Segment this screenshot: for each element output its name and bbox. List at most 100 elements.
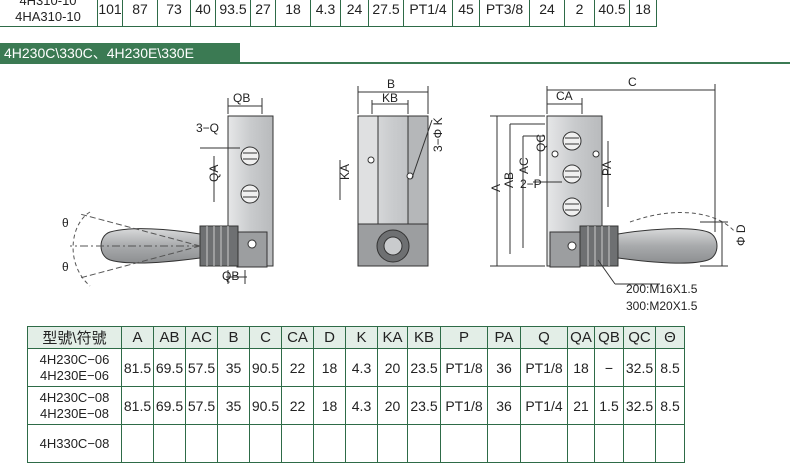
model-name: 4H230C−06	[39, 351, 110, 367]
label-phi-d: Φ D	[734, 224, 748, 246]
value-cell: 36	[487, 348, 521, 387]
value-cell: 23.5	[407, 386, 441, 425]
right-view: CA C A AB AC QC 2−P PA Φ D 200:M16X1.5 3…	[489, 75, 748, 313]
technical-drawing: QB 3−Q QA θ θ QB B KB 3−Φ K KA	[62, 75, 748, 313]
model-name: 4H230C−08	[39, 389, 110, 405]
value-cell: 57.5	[185, 348, 218, 387]
value-cell: 45	[452, 0, 480, 27]
value-cell: PT3/8	[479, 0, 530, 27]
header-cell: D	[313, 326, 346, 349]
header-cell: QA	[567, 326, 595, 349]
value-cell: 101	[97, 0, 123, 27]
value-cell: 22	[281, 348, 314, 387]
header-cell: CA	[281, 326, 314, 349]
model-name: 4H330C−08	[39, 435, 110, 451]
value-cell: 36	[487, 386, 521, 425]
port-p-top	[562, 131, 582, 151]
lever-base-right	[549, 231, 581, 268]
value-cell	[567, 424, 595, 463]
header-cell: C	[249, 326, 282, 349]
value-cell: 27.5	[368, 0, 404, 27]
left-view: QB 3−Q QA θ θ QB	[62, 91, 274, 287]
value-cell	[281, 424, 314, 463]
label-ac: AC	[517, 157, 531, 174]
value-cell: 4.3	[310, 0, 341, 27]
value-cell: 35	[217, 348, 250, 387]
label-2p: 2−P	[520, 177, 542, 191]
value-cell: 27	[250, 0, 276, 27]
table-row: 4H230C−06 4H230E−06 81.5 69.5 57.5 35 90…	[27, 348, 685, 387]
label-ab: AB	[502, 172, 516, 188]
lever-handle-right	[617, 228, 718, 264]
section-title: 4H230C\330C、4H230E\330E	[0, 43, 240, 63]
model-name: 4HA310-10	[15, 8, 81, 24]
lever-base-left	[236, 231, 268, 268]
value-cell: 93.5	[215, 0, 251, 27]
label-theta-lower: θ	[62, 260, 69, 274]
value-cell	[407, 424, 441, 463]
value-cell: PT1/4	[520, 386, 568, 425]
label-3q: 3−Q	[196, 121, 219, 135]
value-cell: 24	[529, 0, 565, 27]
value-cell: 32.5	[623, 386, 656, 425]
model-cell: 4H330C−08	[27, 424, 122, 463]
model-cell: 4H230C−08 4H230E−08	[27, 386, 122, 425]
model-name: 4H230E−06	[39, 367, 110, 383]
value-cell: 69.5	[153, 386, 186, 425]
value-cell	[185, 424, 218, 463]
bottom-spec-table: 型號\符號 A AB AC B C CA D K KA KB P PA Q QA…	[27, 326, 685, 463]
value-cell	[440, 424, 488, 463]
label-thread-300: 300:M20X1.5	[626, 299, 698, 313]
value-cell: 20	[377, 386, 408, 425]
header-cell: AB	[153, 326, 186, 349]
value-cell: 69.5	[153, 348, 186, 387]
value-cell: 21	[567, 386, 595, 425]
value-cell: 32.5	[623, 348, 656, 387]
value-cell: 4.3	[345, 348, 378, 387]
header-cell: A	[121, 326, 154, 349]
value-cell	[377, 424, 408, 463]
header-cell: Q	[520, 326, 568, 349]
header-cell: KA	[377, 326, 408, 349]
value-cell: 81.5	[121, 348, 154, 387]
value-cell: 22	[281, 386, 314, 425]
table-row: 4H230C−08 4H230E−08 81.5 69.5 57.5 35 90…	[27, 386, 685, 425]
middle-view: B KB 3−Φ K KA	[338, 77, 445, 267]
value-cell: 18	[275, 0, 311, 27]
label-qb-top: QB	[233, 91, 250, 105]
value-cell: 35	[217, 386, 250, 425]
port-p-bottom	[562, 197, 582, 217]
value-cell: 1.5	[594, 386, 624, 425]
value-cell: 18	[629, 0, 657, 27]
port-q-bottom	[240, 184, 260, 204]
value-cell: 87	[122, 0, 158, 27]
port-q-top	[240, 146, 260, 166]
value-cell	[655, 424, 685, 463]
value-cell	[623, 424, 656, 463]
value-cell: 2	[564, 0, 595, 27]
value-cell	[313, 424, 346, 463]
value-cell: 90.5	[249, 386, 282, 425]
value-cell: 81.5	[121, 386, 154, 425]
model-name: 4H310-10	[19, 0, 77, 8]
label-c: C	[628, 75, 637, 89]
header-cell: QC	[623, 326, 656, 349]
value-cell: −	[594, 348, 624, 387]
label-a: A	[489, 184, 503, 192]
value-cell: 73	[157, 0, 191, 27]
value-cell	[487, 424, 521, 463]
value-cell: PT1/8	[440, 386, 488, 425]
model-name: 4H230E−08	[39, 405, 110, 421]
value-cell: 24	[340, 0, 369, 27]
label-ka: KA	[338, 164, 352, 180]
label-kb: KB	[382, 91, 398, 105]
port-p-middle	[562, 164, 582, 184]
value-cell: PT1/4	[403, 0, 453, 27]
label-qa: QA	[207, 165, 221, 182]
header-cell: K	[345, 326, 378, 349]
value-cell: 40	[190, 0, 216, 27]
top-spec-table: 4H310-10 4HA310-10 101 87 73 40 93.5 27 …	[0, 0, 657, 27]
table-row: 4H330C−08	[27, 424, 685, 463]
value-cell: 8.5	[655, 386, 685, 425]
value-cell: 18	[313, 386, 346, 425]
